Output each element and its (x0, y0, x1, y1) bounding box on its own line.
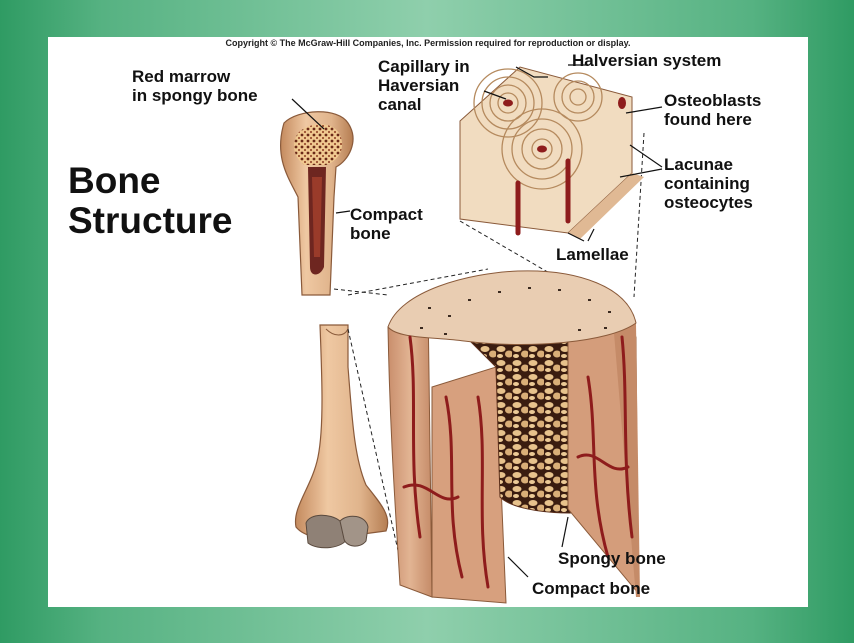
haversian-wedge (459, 66, 644, 239)
label-compact-bone-upper: Compact bone (350, 205, 423, 243)
label-lacunae: Lacunae containing osteocytes (664, 155, 753, 212)
label-osteoblasts: Osteoblasts found here (664, 91, 762, 129)
copyright-notice: Copyright © The McGraw-Hill Companies, I… (225, 38, 631, 48)
cross-section-block (387, 270, 640, 604)
label-spongy-bone: Spongy bone (558, 549, 666, 568)
slide-panel: Copyright © The McGraw-Hill Companies, I… (48, 37, 808, 607)
label-red-marrow: Red marrow in spongy bone (132, 67, 258, 105)
page-title: Bone Structure (68, 160, 233, 241)
label-capillary: Capillary in Haversian canal (378, 57, 470, 114)
femur-upper (280, 111, 354, 296)
lacunae-dots (420, 287, 611, 335)
label-halversian-system: Halversian system (572, 51, 722, 70)
femur-lower (294, 324, 389, 549)
bone-illustration (280, 64, 663, 604)
label-compact-bone-lower: Compact bone (532, 579, 651, 598)
leader-lines (291, 64, 663, 578)
label-lamellae: Lamellae (556, 245, 629, 264)
